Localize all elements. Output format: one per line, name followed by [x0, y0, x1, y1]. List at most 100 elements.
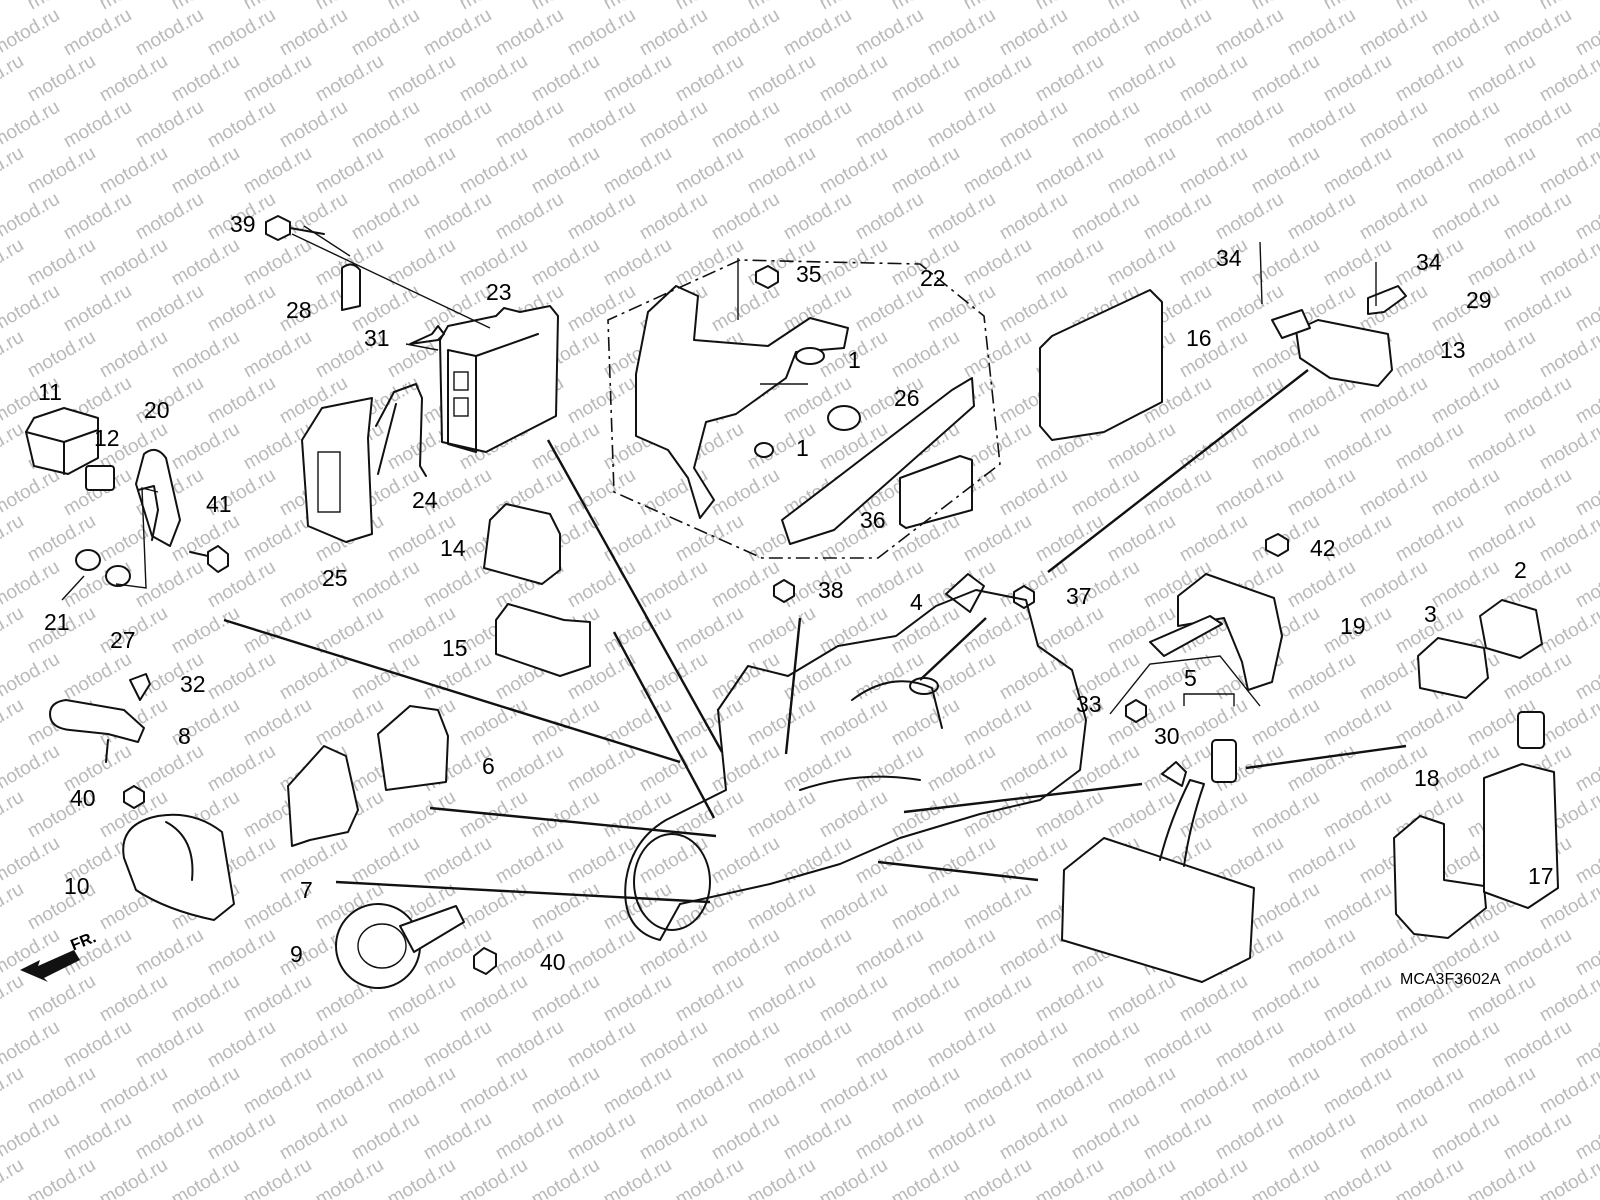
watermark-text: motod.ru [780, 925, 855, 981]
watermark-text: motod.ru [816, 1063, 891, 1119]
watermark-text: motod.ru [1500, 373, 1575, 429]
watermark-text: motod.ru [1176, 511, 1251, 567]
watermark-text: motod.ru [960, 235, 1035, 291]
watermark-text: motod.ru [1140, 1109, 1215, 1165]
watermark-text: motod.ru [132, 925, 207, 981]
watermark-text: motod.ru [1428, 465, 1503, 521]
watermark-text: motod.ru [348, 189, 423, 245]
watermark-text: motod.ru [1068, 465, 1143, 521]
callout-18: 18 [1414, 765, 1440, 791]
watermark-text: motod.ru [636, 5, 711, 61]
watermark-text: motod.ru [528, 0, 603, 14]
watermark-text: motod.ru [816, 143, 891, 199]
watermark-text: motod.ru [528, 695, 603, 751]
watermark-text: motod.ru [0, 0, 27, 14]
watermark-text: motod.ru [1500, 281, 1575, 337]
watermark-text: motod.ru [348, 833, 423, 889]
watermark-text: motod.ru [0, 281, 63, 337]
watermark-text: motod.ru [168, 1155, 243, 1200]
watermark-text: motod.ru [1320, 1063, 1395, 1119]
watermark-text: motod.ru [1464, 51, 1539, 107]
watermark-text: motod.ru [1320, 235, 1395, 291]
watermark-text: motod.ru [744, 603, 819, 659]
callout-20: 20 [144, 397, 170, 423]
watermark-text: motod.ru [348, 557, 423, 613]
watermark-text: motod.ru [1464, 327, 1539, 383]
callout-9: 9 [290, 941, 303, 967]
watermark-text: motod.ru [384, 143, 459, 199]
watermark-text: motod.ru [0, 511, 27, 567]
watermark-text: motod.ru [1536, 51, 1600, 107]
watermark-text: motod.ru [1572, 1109, 1600, 1165]
bolt-41-drawing [207, 545, 229, 573]
watermark-text: motod.ru [240, 511, 315, 567]
callout-2: 2 [1514, 557, 1527, 583]
bolt-40-drawing [123, 785, 145, 809]
watermark-text: motod.ru [204, 5, 279, 61]
unit-13-drawing [1295, 319, 1393, 387]
watermark-text: motod.ru [1032, 1155, 1107, 1200]
watermark-text: motod.ru [1500, 5, 1575, 61]
watermark-text: motod.ru [0, 649, 63, 705]
watermark-text: motod.ru [600, 1063, 675, 1119]
watermark-text: motod.ru [744, 971, 819, 1027]
watermark-text: motod.ru [276, 833, 351, 889]
callout-14: 14 [440, 535, 466, 561]
watermark-text: motod.ru [0, 971, 27, 1027]
watermark-text: motod.ru [1464, 419, 1539, 475]
callout-33: 33 [1076, 691, 1102, 717]
watermark-text: motod.ru [1320, 1155, 1395, 1200]
watermark-text: motod.ru [312, 1063, 387, 1119]
watermark-text: motod.ru [24, 971, 99, 1027]
watermark-text: motod.ru [600, 879, 675, 935]
watermark-text: motod.ru [1392, 0, 1467, 14]
watermark-text: motod.ru [1032, 143, 1107, 199]
watermark-text: motod.ru [1212, 373, 1287, 429]
callout-15: 15 [442, 635, 468, 661]
watermark-text: motod.ru [996, 1017, 1071, 1073]
watermark-text: motod.ru [0, 327, 27, 383]
watermark-text: motod.ru [0, 833, 63, 889]
bolt-42-drawing [1265, 533, 1289, 557]
watermark-text: motod.ru [204, 373, 279, 429]
watermark-text: motod.ru [1572, 465, 1600, 521]
watermark-text: motod.ru [132, 741, 207, 797]
watermark-text: motod.ru [96, 1063, 171, 1119]
watermark-text: motod.ru [1536, 603, 1600, 659]
watermark-text: motod.ru [24, 1155, 99, 1200]
watermark-text: motod.ru [240, 1063, 315, 1119]
watermark-text: motod.ru [1572, 649, 1600, 705]
watermark-text: motod.ru [168, 1063, 243, 1119]
watermark-text: motod.ru [780, 189, 855, 245]
watermark-text: motod.ru [0, 1063, 27, 1119]
watermark-text: motod.ru [996, 5, 1071, 61]
watermark-text: motod.ru [564, 1109, 639, 1165]
watermark-text: motod.ru [528, 235, 603, 291]
watermark-text: motod.ru [1500, 1109, 1575, 1165]
watermark-text: motod.ru [456, 0, 531, 14]
watermark-text: motod.ru [204, 649, 279, 705]
bolt-39-drawing [265, 215, 361, 311]
watermark-text: motod.ru [996, 557, 1071, 613]
watermark-text: motod.ru [888, 327, 963, 383]
watermark-text: motod.ru [348, 649, 423, 705]
watermark-text: motod.ru [672, 603, 747, 659]
watermark-text: motod.ru [348, 97, 423, 153]
callout-1b: 1 [796, 435, 809, 461]
watermark-text: motod.ru [1284, 1109, 1359, 1165]
watermark-text: motod.ru [204, 741, 279, 797]
watermark-text: motod.ru [744, 1155, 819, 1200]
watermark-text: motod.ru [1032, 235, 1107, 291]
watermark-text: motod.ru [708, 1017, 783, 1073]
watermark-text: motod.ru [1248, 1063, 1323, 1119]
part-drawings [20, 215, 1559, 989]
watermark-text: motod.ru [672, 695, 747, 751]
watermark-text: motod.ru [240, 51, 315, 107]
watermark-text: motod.ru [1212, 1017, 1287, 1073]
watermark-text: motod.ru [816, 879, 891, 935]
cover-2-drawing [1479, 599, 1543, 659]
watermark-text: motod.ru [168, 143, 243, 199]
callout-29: 29 [1466, 287, 1492, 313]
watermark-text: motod.ru [1140, 649, 1215, 705]
